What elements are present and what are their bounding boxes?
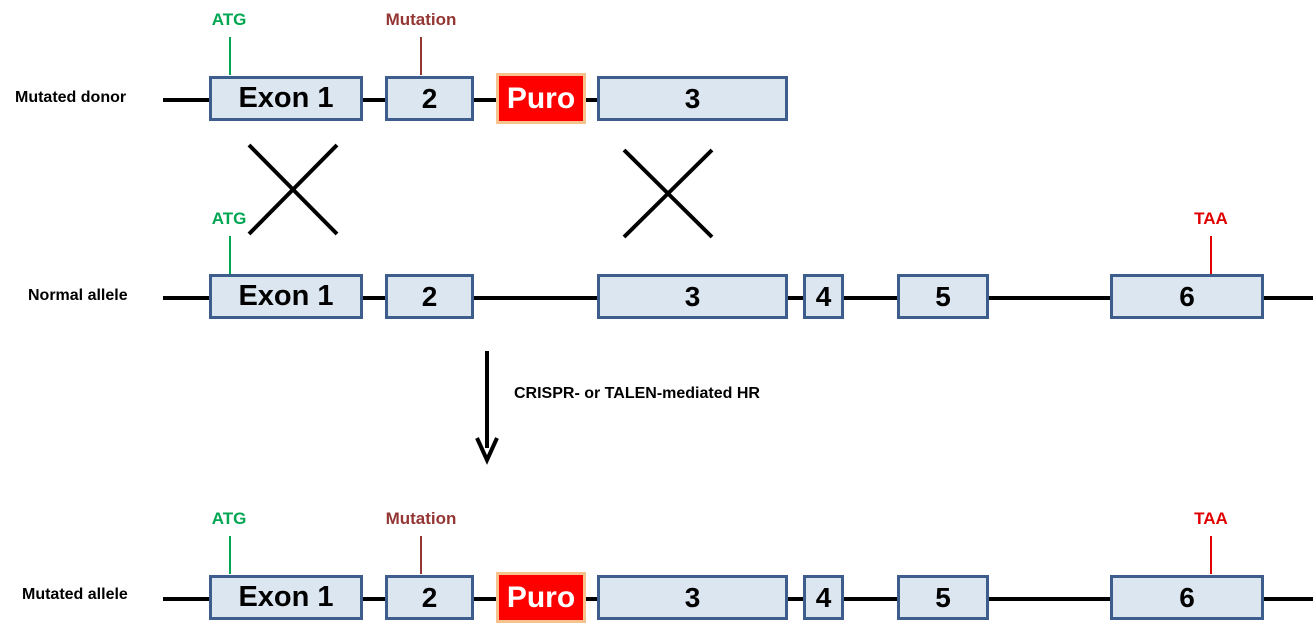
mutated-exon-4: 4 <box>803 575 844 620</box>
donor-puro-cassette: Puro <box>496 73 586 124</box>
normal-atg-label: ATG <box>211 209 247 228</box>
normal-exon-6: 6 <box>1110 274 1264 319</box>
normal-exon-3: 3 <box>597 274 788 319</box>
row-label-normal-allele: Normal allele <box>28 287 128 304</box>
donor-exon-1: Exon 1 <box>209 76 363 121</box>
donor-mutation-label: Mutation <box>385 10 457 29</box>
normal-exon-2: 2 <box>385 274 474 319</box>
donor-backbone-line <box>163 98 788 102</box>
donor-atg-tick <box>229 37 231 75</box>
mutated-exon-3: 3 <box>597 575 788 620</box>
mutated-taa-tick <box>1210 536 1212 574</box>
arrow-down-icon <box>475 351 499 465</box>
crossover-right-icon <box>622 148 714 239</box>
mutated-exon-1: Exon 1 <box>209 575 363 620</box>
mutated-puro-cassette: Puro <box>496 572 586 623</box>
normal-atg-tick <box>229 236 231 274</box>
normal-taa-label: TAA <box>1194 209 1228 228</box>
process-caption: CRISPR- or TALEN-mediated HR <box>514 385 760 402</box>
normal-exon-4: 4 <box>803 274 844 319</box>
row-label-mutated-allele: Mutated allele <box>22 586 128 603</box>
mutated-taa-label: TAA <box>1194 509 1228 528</box>
normal-exon-5: 5 <box>897 274 989 319</box>
crossover-left-icon <box>247 143 339 236</box>
mutated-mutation-tick <box>420 536 422 574</box>
mutated-mutation-label: Mutation <box>385 509 457 528</box>
mutated-atg-tick <box>229 536 231 574</box>
donor-exon-3: 3 <box>597 76 788 121</box>
mutated-atg-label: ATG <box>211 509 247 528</box>
mutated-exon-5: 5 <box>897 575 989 620</box>
donor-atg-label: ATG <box>211 10 247 29</box>
donor-exon-2: 2 <box>385 76 474 121</box>
normal-exon-1: Exon 1 <box>209 274 363 319</box>
donor-mutation-tick <box>420 37 422 75</box>
mutated-exon-2: 2 <box>385 575 474 620</box>
normal-taa-tick <box>1210 236 1212 274</box>
mutated-exon-6: 6 <box>1110 575 1264 620</box>
row-label-mutated-donor: Mutated donor <box>15 89 127 106</box>
